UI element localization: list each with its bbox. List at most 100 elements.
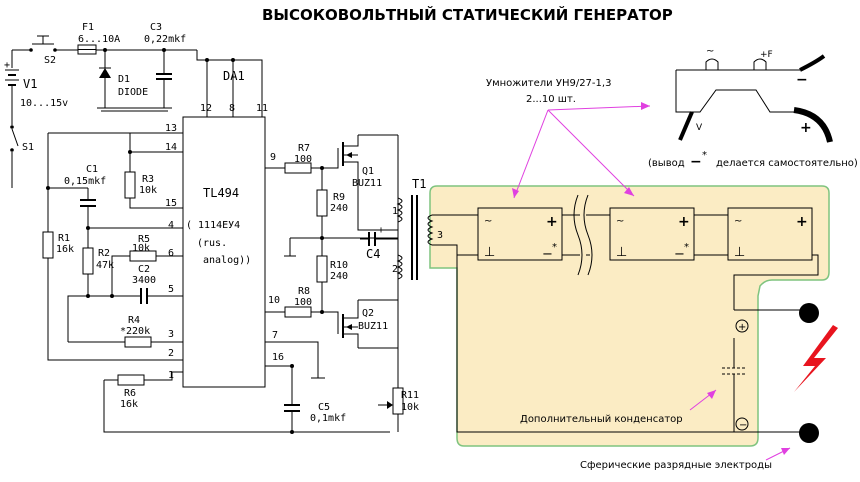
t1-winding-1: 1 [392,206,398,217]
transformer-icon: T1 1 2 3 [392,177,478,280]
r4-ref: R4 [128,315,140,326]
r5-value: 10k [132,243,150,254]
multipliers-count: 2...10 шт. [526,94,576,105]
c2-value: 3400 [132,275,156,286]
q2-ref: Q2 [362,308,374,319]
out-plus: + [738,322,746,333]
resistor-icon [124,336,152,348]
r9-ref: R9 [333,192,345,203]
switch-icon[interactable] [10,125,19,188]
ic-analog-1: ( 1114EУ4 [186,220,240,231]
electrode-icon [799,423,819,443]
r1-value: 16k [56,244,74,255]
multiplier-area [429,185,830,447]
diode-icon [99,50,111,108]
pin-5: 5 [168,284,174,295]
c5-ref: C5 [318,402,330,413]
c1-value: 0,15mkf [64,176,106,187]
m3-ground: ⊥ [734,245,745,260]
r10-value: 240 [330,271,348,282]
ic-da1: DA1 TL494 ( 1114EУ4 (rus. analog)) 12 8 … [165,69,284,388]
ic-name: TL494 [203,186,239,200]
pin-4: 4 [168,220,174,231]
driver-stage: R7 100 R9 240 R10 240 R8 100 [265,134,419,434]
m2-ac: ~ [616,216,624,227]
c4-ref: C4 [366,247,380,261]
r6-ref: R6 [124,388,136,399]
r2-value: 47k [96,260,114,271]
m1-ground: ⊥ [484,245,495,260]
q1-ref: Q1 [362,166,374,177]
r11-ref: R11 [401,390,419,401]
extra-capacitor-label: Дополнительный конденсатор [520,414,683,425]
r1-ref: R1 [58,233,70,244]
c5-value: 0,1mkf [310,413,346,424]
m2-plus: + [678,214,690,230]
s1-label: S1 [22,142,34,153]
pin-11: 11 [256,103,268,114]
m1-minus: − [542,247,553,262]
resistor-icon [124,171,136,199]
d1-value: DIODE [118,87,148,98]
ic-analog-3: analog)) [203,255,251,266]
resistor-icon [42,231,54,259]
r10-ref: R10 [330,260,348,271]
r8-value: 100 [294,297,312,308]
resistor-icon [117,374,145,386]
transistor-icon [337,135,359,180]
inset-minus: − [796,72,808,88]
pin-16: 16 [272,352,284,363]
arrow-icon [512,102,651,199]
timing-network: R3 10k C1 0,15mkf R1 16k R2 47k R5 10k [42,132,390,433]
electrode-icon [799,303,819,323]
capacitor-icon [360,232,398,246]
pin-7: 7 [272,330,278,341]
battery-icon [5,69,19,125]
resistor-icon [316,255,328,283]
inset-note-minus: − [690,154,702,170]
pin-3: 3 [168,329,174,340]
fuse-icon [77,44,97,55]
lightning-icon [794,325,838,392]
inset-note-a: (вывод [648,158,685,169]
r8-ref: R8 [298,286,310,297]
multiplier-1: ~ + ⊥ − * [477,207,563,262]
s2-label: S2 [44,55,56,66]
pin-9: 9 [270,152,276,163]
resistor-icon [316,189,328,217]
m2-minus: − [674,247,685,262]
r7-value: 100 [294,154,312,165]
inset-v: V [696,123,703,133]
m2-star: * [684,242,689,253]
resistor-icon [284,306,312,318]
r6-value: 16k [120,399,138,410]
capacitor-icon [156,50,172,108]
pin-10: 10 [268,295,280,306]
inset-note-b: делается самостоятельно) [716,158,858,169]
pin-8: 8 [229,103,235,114]
c3-ref: C3 [150,22,162,33]
m3-ac: ~ [734,216,742,227]
diagram-title: ВЫСОКОВОЛЬТНЫЙ СТАТИЧЕСКИЙ ГЕНЕРАТОР [262,5,673,24]
r2-ref: R2 [98,248,110,259]
r3-value: 10k [139,185,157,196]
inset-plus: + [800,120,812,136]
power-supply: S2 F1 6...10A D1 DIODE C3 0,22mkf [4,22,263,188]
r5-ref: R5 [138,234,150,245]
v1-value: 10...15v [20,98,68,109]
multiplier-inset: ~ +F V − + (вывод − * делается самостоят… [648,46,858,170]
pin-12: 12 [200,103,212,114]
electrodes-label: Сферические разрядные электроды [580,460,772,471]
switch-icon[interactable] [29,35,57,52]
pin-2: 2 [168,348,174,359]
multipliers-label: Умножители УН9/27-1,3 [486,78,611,89]
m1-plus: + [546,214,558,230]
r9-value: 240 [330,203,348,214]
r4-value: *220k [120,326,150,337]
r7-ref: R7 [298,143,310,154]
pin-15: 15 [165,198,177,209]
v1-ref: V1 [23,77,37,91]
transistor-icon [337,300,359,348]
pin-13: 13 [165,123,177,134]
